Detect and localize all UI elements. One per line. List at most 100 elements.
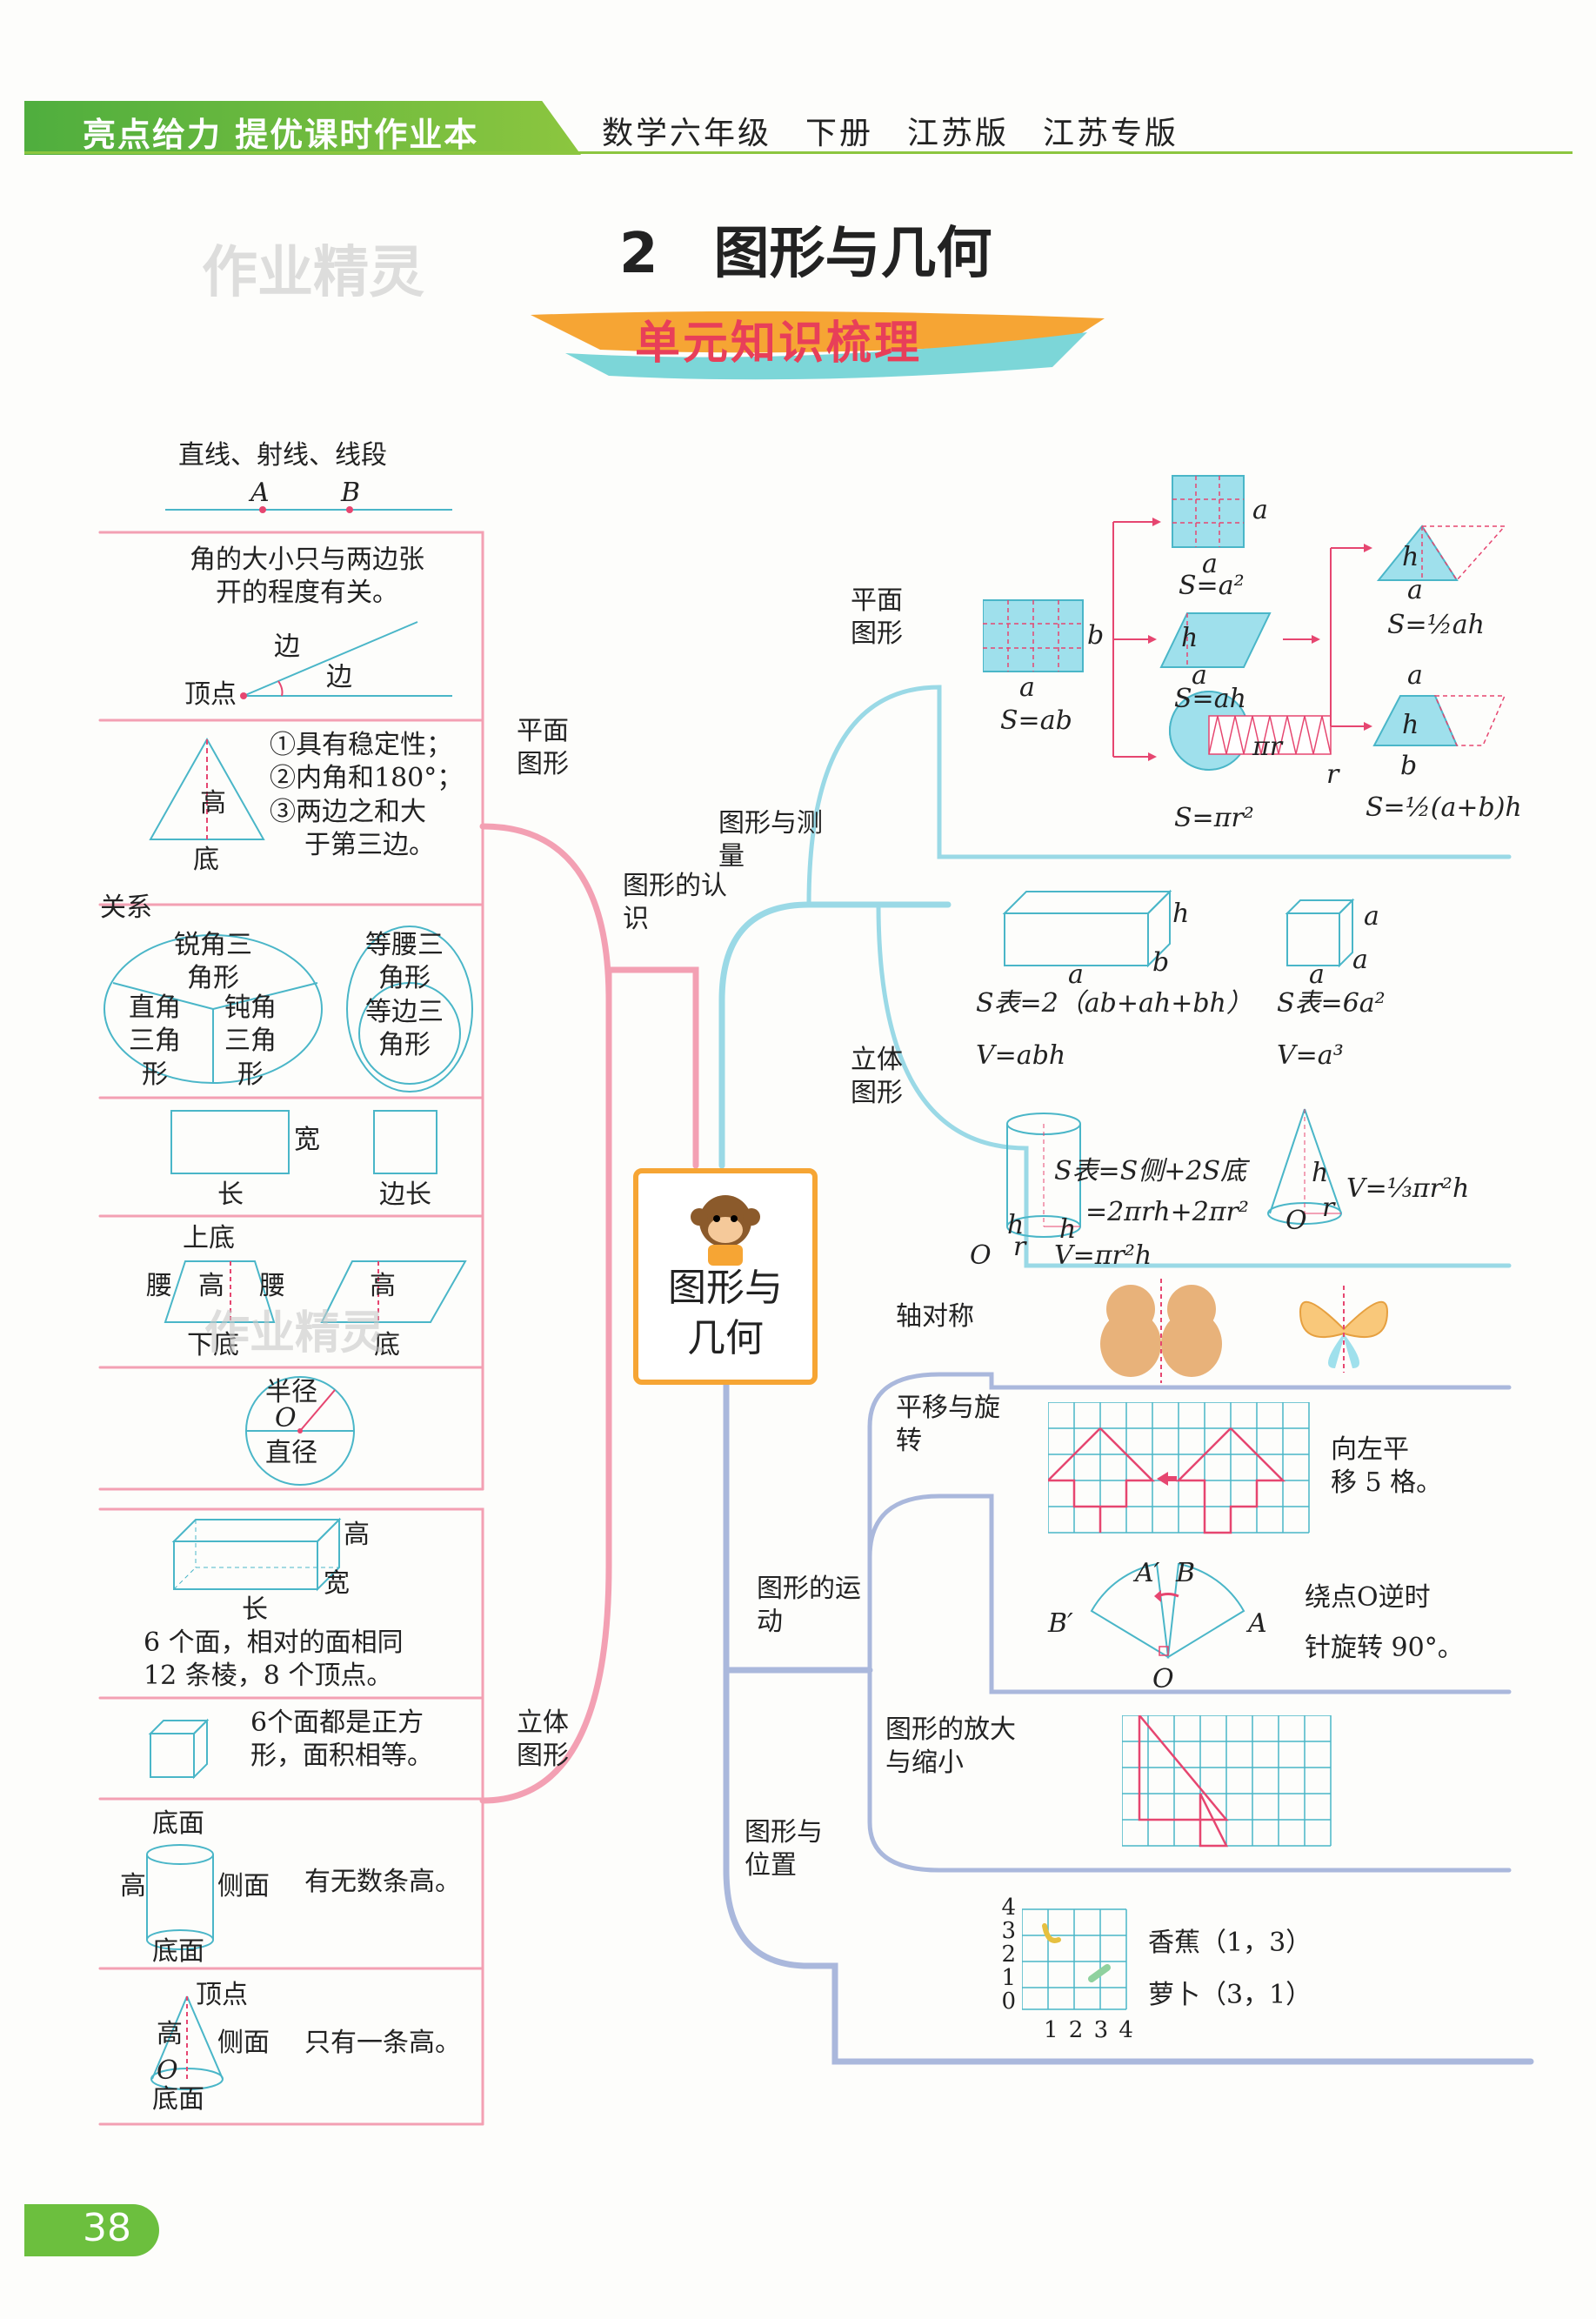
- circle-pir-label: πr: [1252, 732, 1283, 762]
- banana-icon: [1042, 1923, 1061, 1943]
- trapezoid-figure: [164, 1260, 467, 1323]
- para-height-label: 高: [370, 1271, 396, 1301]
- cone-r-label: r: [1322, 1193, 1335, 1223]
- triangle-classification: [104, 926, 473, 1093]
- cuboid-width-label: 宽: [324, 1568, 350, 1599]
- square-a-label: a: [1202, 549, 1218, 579]
- triangle-figure: [149, 737, 265, 840]
- chapter-title: 2 图形与几何: [619, 222, 992, 286]
- angle-figure: [240, 621, 452, 699]
- cone-apex-label: 顶点: [196, 1980, 248, 2010]
- trap-leg-label: 腰: [146, 1271, 172, 1301]
- branch-plane-left: 平面图形: [517, 716, 569, 780]
- angle-side-label: 边: [274, 632, 300, 662]
- watermark: 作业精灵: [202, 241, 424, 305]
- page-number-pill: [24, 2204, 159, 2256]
- radius-label: 半径: [265, 1377, 317, 1407]
- angle-desc: 角的大小只与两边张开的程度有关。: [190, 545, 424, 609]
- para-h-label: h: [1181, 623, 1199, 653]
- rect-formula: S=ab: [1000, 705, 1072, 736]
- trap-height-label: 高: [198, 1271, 224, 1301]
- diameter-label: 直径: [265, 1438, 317, 1468]
- center-node: [633, 1168, 818, 1385]
- tri-h-label: h: [1402, 542, 1419, 572]
- obtuse-label: 钝角三角形: [224, 992, 277, 1090]
- cyl-bottom-label: 底面: [152, 1936, 204, 1967]
- header-band: [24, 101, 581, 155]
- cylinder-figure: [146, 1844, 214, 1950]
- cone-desc: 只有一条高。: [304, 2028, 461, 2058]
- cuboid-a-label: a: [1068, 959, 1084, 990]
- cone-o-label: O: [1285, 1206, 1307, 1236]
- triangle-properties: ①具有稳定性；②内角和180°； ③两边之和大于第三边。: [270, 730, 464, 861]
- carrot-icon: [1088, 1964, 1111, 1982]
- solid-formula-figures: [1002, 889, 1355, 1238]
- cuboid-height-label: 高: [344, 1520, 370, 1550]
- cyl-h-label: h: [1059, 1214, 1077, 1245]
- rect-width-label: 宽: [294, 1125, 320, 1155]
- trap-a-label: a: [1407, 660, 1423, 691]
- cyl-side-label: 侧面: [217, 1871, 270, 1901]
- header-rule: [24, 151, 1573, 154]
- segment-figure: [165, 506, 452, 513]
- translate-grid: [1048, 1402, 1310, 1534]
- cube-volume-formula: V=a³: [1277, 1040, 1344, 1071]
- position-xticks: 1 2 3 4: [1044, 2017, 1135, 2043]
- cuboid-length-label: 长: [242, 1594, 268, 1625]
- cone-h-label: h: [1312, 1158, 1329, 1188]
- para-base-label: 底: [374, 1330, 400, 1360]
- tri-a-label: a: [1407, 575, 1423, 605]
- cuboid-h-label: h: [1172, 899, 1190, 929]
- butterfly-icon: [1299, 1286, 1389, 1373]
- square-formula: S=a²: [1179, 571, 1245, 601]
- header-title: 亮点给力 提优课时作业本: [83, 116, 479, 154]
- cone-side-label: 侧面: [217, 2028, 270, 2058]
- circle-figure: [245, 1376, 355, 1486]
- cyl-surface-formula: S表=S侧+2S底: [1054, 1156, 1247, 1186]
- header-subtitle: 数学六年级 下册 江苏版 江苏专版: [602, 116, 1179, 151]
- rot-o-label: O: [1152, 1664, 1174, 1694]
- banana-coords: 香蕉（1，3）: [1148, 1928, 1312, 1958]
- acute-label: 锐角三角形: [174, 930, 252, 994]
- triangle-base-label: 底: [193, 845, 219, 875]
- rotate-desc: 绕点O逆时针旋转 90°。: [1305, 1582, 1464, 1664]
- circle-formula: S=πr²: [1174, 803, 1254, 833]
- scale-label: 图形的放大与缩小: [885, 1714, 1016, 1779]
- cone-volume-formula: V=⅓πr²h: [1346, 1173, 1470, 1204]
- tri-formula: S=½ah: [1387, 610, 1485, 640]
- cyl-surface-expanded: =2πrh+2πr²: [1085, 1197, 1249, 1227]
- point-b-label: B: [341, 478, 361, 508]
- rot-a-label: A: [1248, 1608, 1267, 1639]
- cone-height-label: 高: [157, 2019, 183, 2049]
- monkey-icon: [691, 1195, 760, 1266]
- cube-a-label: a: [1352, 945, 1368, 975]
- cone-bottom-label: 底面: [152, 2084, 204, 2115]
- rot-a1-label: A′: [1135, 1558, 1160, 1588]
- cyl-top-label: 底面: [152, 1808, 204, 1839]
- cube-surface-formula: S表=6a²: [1277, 988, 1386, 1019]
- cube-a-label: a: [1364, 901, 1379, 932]
- relation-title: 关系: [100, 892, 152, 923]
- cyl-height-label: 高: [120, 1871, 146, 1901]
- circle-r-label: r: [1326, 759, 1339, 790]
- cuboid-b-label: b: [1152, 947, 1170, 978]
- rect-square-figure: [170, 1110, 437, 1174]
- cone-o-label: O: [157, 2055, 178, 2086]
- rot-b1-label: B′: [1048, 1608, 1073, 1639]
- equilateral-label: 等边三角形: [365, 997, 444, 1061]
- translate-rotate-label: 平移与旋转: [896, 1393, 1000, 1457]
- cone-figure: [150, 1995, 224, 2090]
- branch-motion: 图形的运动: [757, 1574, 861, 1638]
- isosceles-label: 等腰三角形: [365, 930, 444, 994]
- cyl-r-label: r: [1013, 1232, 1026, 1262]
- rect-a-label: a: [1019, 672, 1035, 703]
- cube-a-label: a: [1309, 959, 1325, 990]
- square-a-label: a: [1252, 495, 1268, 525]
- plane-formula-figures: [983, 475, 1506, 772]
- banner-title: 单元知识梳理: [635, 317, 923, 370]
- right-label: 直角三角形: [129, 992, 181, 1090]
- branch-measurement: 图形与测量: [718, 808, 823, 872]
